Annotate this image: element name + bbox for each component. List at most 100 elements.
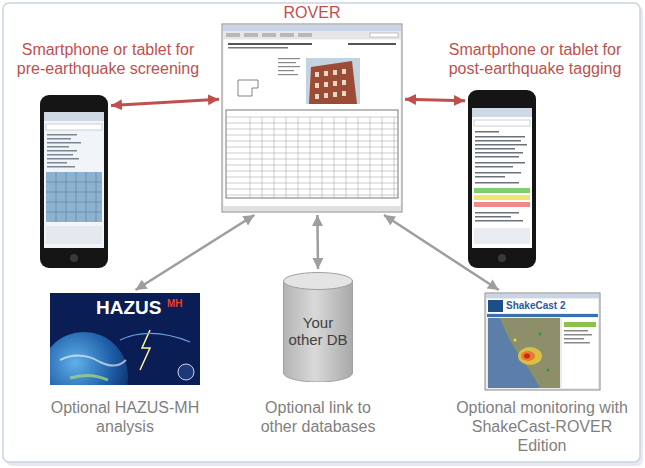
phone-screening-picture [40, 95, 108, 268]
rover-screenshot-part [223, 206, 401, 211]
rover-screenshot-part-part [342, 69, 346, 74]
rover-screenshot-part [222, 24, 402, 212]
shakecast-picture-part [521, 351, 535, 361]
shakecast-picture [485, 293, 600, 390]
phone-tagging-node: Smartphone or tablet for post-earthquake… [468, 90, 536, 268]
phone-tagging-picture-part-part [475, 212, 519, 214]
shakecast-picture-part [547, 369, 550, 372]
phone-tagging-picture-part-part [475, 172, 521, 174]
phone-tagging-picture-part-part [475, 216, 511, 218]
hazus-logo-picture-part [50, 330, 194, 385]
hazus-logo-picture-part-part [60, 355, 126, 365]
phone-tagging-picture-part-part [475, 166, 513, 168]
phone-screening-picture-part [46, 124, 102, 130]
shakecast-picture-part [485, 293, 600, 390]
phone-tagging-picture-part-part [475, 182, 519, 184]
rover-screenshot-part-part [324, 82, 328, 87]
rover-screenshot-part [224, 40, 400, 206]
node-caption: Optional monitoring with ShakeCast-ROVER… [453, 398, 631, 455]
rover-screenshot-part [226, 117, 398, 195]
rover-screenshot-part [228, 47, 288, 49]
phone-screening-picture-part-part [47, 166, 75, 168]
rover-screenshot-part-part [333, 70, 337, 75]
rover-screenshot-part [278, 62, 296, 63]
phone-tagging-picture-part [498, 254, 506, 262]
rover-screenshot-part-part [324, 93, 328, 98]
app-title: ShakeCast 2 [506, 300, 565, 312]
hazus-logo-picture-part-part [140, 330, 150, 370]
phone-tagging-picture-part [468, 90, 536, 268]
phone-screening-picture-part-part [47, 154, 73, 156]
node-label: Your other DB [286, 314, 350, 348]
rover-screenshot-part-part [315, 94, 319, 99]
rover-screenshot-part [262, 33, 276, 37]
rover-screenshot-part-part [333, 81, 337, 86]
phone-tagging-picture-part-part [475, 131, 499, 133]
phone-tagging-picture-part-part [475, 144, 527, 146]
phone-screening-picture-part-part [47, 162, 67, 164]
phone-tagging-picture-part [475, 131, 527, 184]
shakecast-picture-part [564, 338, 584, 340]
shakecast-picture-part [488, 300, 503, 312]
rover-screenshot [222, 24, 402, 212]
rover-screenshot-part [309, 61, 357, 104]
rover-screenshot-part [278, 70, 294, 71]
phone-screening-picture-part-part [47, 134, 77, 136]
hazus-logo-picture-part-part [120, 333, 190, 342]
shakecast-picture-part [564, 322, 596, 327]
logo-text: HAZUS [96, 297, 161, 319]
phone-screening-picture-part [47, 134, 81, 168]
cylinder-body [284, 281, 353, 382]
double-arrow [384, 215, 499, 290]
phone-tagging-picture-part [472, 108, 532, 248]
phone-screening-picture-part [46, 226, 102, 244]
node-heading: Smartphone or tablet for post-earthquake… [437, 40, 633, 78]
hazus-logo-picture-part-part [50, 332, 128, 385]
phone-tagging-picture-part [472, 108, 532, 117]
shakecast-picture-part [488, 318, 560, 388]
phone-tagging-picture-part [475, 212, 523, 222]
rover-screenshot-part [278, 74, 298, 75]
rover-screenshot-part [306, 58, 360, 104]
rover-screenshot-part [238, 80, 258, 96]
node-caption: Optional HAZUS-MH analysis [35, 398, 215, 436]
phone-tagging-picture-part-part [475, 156, 519, 158]
shakecast-picture-part [562, 318, 598, 388]
phone-screening-picture-part-part [47, 142, 81, 144]
phone-tagging-picture-part-part [475, 176, 505, 178]
rover-screenshot-part [298, 33, 312, 37]
rover-screenshot-part [278, 66, 300, 67]
rover-screenshot-part-part [324, 71, 328, 76]
rover-screenshot-part [244, 33, 258, 37]
rover-screenshot-part-part [342, 80, 346, 85]
shakecast-picture-part [564, 330, 588, 332]
rover-screenshot-part [223, 25, 401, 31]
node-caption: Optional link to other databases [248, 398, 388, 436]
outer-frame [3, 3, 643, 466]
rover-screenshot-part [226, 110, 398, 198]
shakecast-picture-part [564, 342, 590, 344]
rover-screenshot-part-part [315, 72, 319, 77]
shakecast-picture-part [487, 299, 598, 313]
phone-tagging-picture-part [474, 202, 530, 207]
phone-screening-picture-part [46, 172, 102, 222]
node-heading: ROVER [222, 3, 402, 22]
rover-screenshot-part [223, 31, 401, 39]
shakecast-picture-part [524, 354, 530, 359]
hazus-logo-picture-part-part [70, 375, 108, 380]
shakecast-picture-part [518, 347, 542, 365]
double-arrow [136, 215, 255, 290]
shakecast-picture-part [500, 318, 560, 388]
phone-screening-node: Smartphone or tablet for pre-earthquake … [40, 95, 108, 268]
phone-tagging-picture-part-part [475, 152, 523, 154]
logo-superscript: MH [167, 298, 183, 310]
rover-screenshot-part [226, 33, 240, 37]
outer-frame-part [3, 3, 640, 462]
rover-screenshot-part-part [342, 91, 346, 96]
phone-tagging-picture-part [474, 228, 530, 244]
phone-tagging-picture-part [474, 195, 530, 200]
phone-tagging-picture-part [474, 188, 530, 193]
rover-screenshot-part-part [315, 83, 319, 88]
rover-screenshot-part [278, 58, 300, 59]
